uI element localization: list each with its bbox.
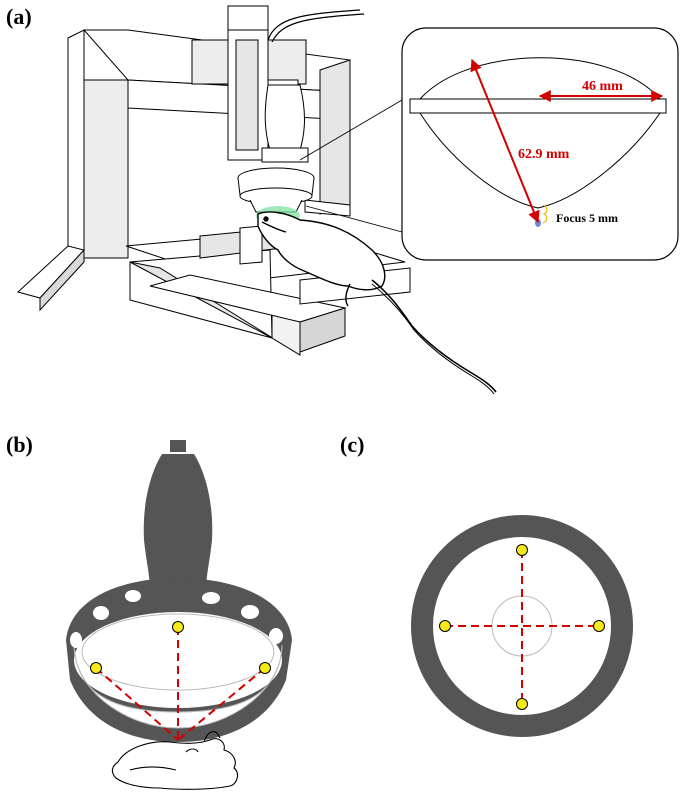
element-marker bbox=[172, 621, 184, 633]
inset-callout-lines bbox=[299, 99, 403, 233]
rat-head-outline bbox=[111, 731, 239, 790]
element-markers-side bbox=[90, 621, 271, 674]
panel-b-label: (b) bbox=[6, 432, 33, 457]
focus-label: Focus 5 mm bbox=[556, 211, 618, 225]
radius-label: 62.9 mm bbox=[518, 147, 570, 162]
element-marker bbox=[439, 620, 451, 632]
element-marker bbox=[516, 698, 528, 710]
transducer-top-view bbox=[411, 515, 633, 737]
panel-c: (c) bbox=[340, 432, 633, 737]
transducer-geometry-inset: 46 mm 62.9 mm Focus 5 mm bbox=[401, 27, 679, 261]
panel-c-label: (c) bbox=[340, 432, 364, 457]
element-marker bbox=[90, 662, 102, 674]
panel-a: (a) bbox=[6, 4, 679, 395]
panel-a-label: (a) bbox=[6, 4, 32, 29]
beam-paths-side bbox=[95, 627, 266, 741]
panel-b: (b) bbox=[6, 432, 292, 790]
rat-figure bbox=[257, 211, 497, 395]
element-marker bbox=[516, 544, 528, 556]
transducer-holder bbox=[191, 5, 365, 213]
element-marker bbox=[593, 620, 605, 632]
beam-paths-top bbox=[445, 550, 599, 704]
element-markers-top bbox=[439, 544, 605, 710]
aperture-label: 46 mm bbox=[582, 79, 623, 94]
element-marker bbox=[259, 662, 271, 674]
